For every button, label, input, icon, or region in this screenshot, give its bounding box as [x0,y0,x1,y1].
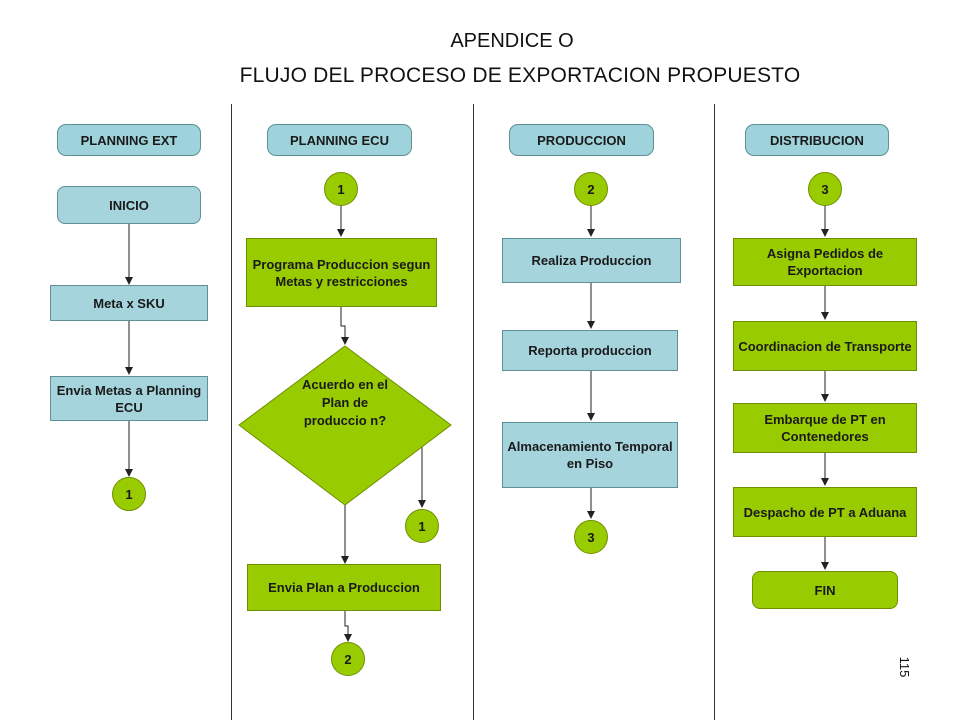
process-reporta-produccion: Reporta produccion [502,330,678,371]
connector-1: 1 [112,477,146,511]
end-node: FIN [752,571,898,609]
process-meta-sku: Meta x SKU [50,285,208,321]
decision-text: Acuerdo en el Plan de produccio n? [302,377,388,428]
connector-3-in: 3 [808,172,842,206]
process-envia-plan: Envia Plan a Produccion [247,564,441,611]
arrow-programa-decision [340,307,349,345]
process-envia-metas: Envia Metas a Planning ECU [50,376,208,421]
lane-header-planning-ext: PLANNING EXT [57,124,201,156]
page-subtitle: FLUJO DEL PROCESO DE EXPORTACION PROPUES… [239,64,801,87]
connector-1-loop: 1 [405,509,439,543]
process-asigna-pedidos: Asigna Pedidos de Exportacion [733,238,917,286]
lane-header-planning-ecu: PLANNING ECU [267,124,412,156]
process-programa-produccion: Programa Produccion segun Metas y restri… [246,238,437,307]
lane-divider [231,104,232,720]
process-coordinacion-transporte: Coordinacion de Transporte [733,321,917,371]
lane-divider [473,104,474,720]
process-embarque: Embarque de PT en Contenedores [733,403,917,453]
connector-2-out: 2 [331,642,365,676]
lane-header-produccion: PRODUCCION [509,124,654,156]
process-realiza-produccion: Realiza Produccion [502,238,681,283]
page-title: APENDICE O [450,30,574,52]
connector-2-in: 2 [574,172,608,206]
lane-header-distribucion: DISTRIBUCION [745,124,889,156]
start-node: INICIO [57,186,201,224]
connector-1-in: 1 [324,172,358,206]
page-number: 115 [897,656,913,678]
process-despacho: Despacho de PT a Aduana [733,487,917,537]
decision-diamond [238,345,452,506]
process-almacenamiento: Almacenamiento Temporal en Piso [502,422,678,488]
arrow-envia-c2 [344,611,352,642]
connector-3-out: 3 [574,520,608,554]
lane-divider [714,104,715,720]
